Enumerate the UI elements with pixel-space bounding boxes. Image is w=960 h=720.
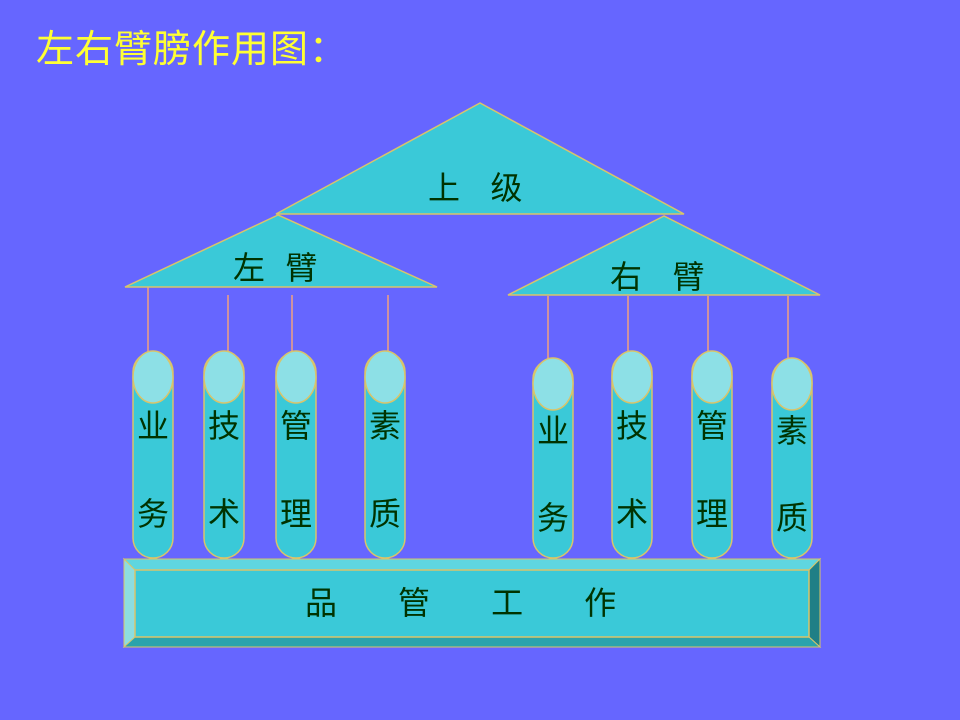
left-pillar-4-top: 素 — [368, 407, 401, 445]
right-pillar-2-top: 技 — [615, 407, 648, 445]
top-triangle — [275, 102, 685, 215]
left-arm-triangle — [124, 214, 438, 288]
left-pillar-2-bottom: 术 — [207, 495, 240, 533]
left-pillars — [132, 350, 406, 559]
right-pillar-1-bottom: 务 — [536, 499, 569, 537]
left-pillar-3-bottom: 理 — [279, 495, 312, 533]
right-pillar-4-bottom: 质 — [775, 499, 808, 537]
left-pillar-3-top: 管 — [279, 407, 312, 445]
right-pillar-2-bottom: 术 — [615, 495, 648, 533]
base-box — [122, 557, 822, 649]
right-arm-label: 右 臂 — [610, 258, 705, 296]
left-arm-label: 左 臂 — [233, 249, 318, 287]
right-pillar-3-top: 管 — [695, 407, 728, 445]
right-pillars — [532, 350, 813, 559]
left-pillar-4-bottom: 质 — [368, 495, 401, 533]
right-pillar-4-top: 素 — [775, 412, 808, 450]
right-pillar-1-top: 业 — [536, 412, 569, 450]
left-pillar-2-top: 技 — [207, 407, 240, 445]
page-title: 左右臂膀作用图： — [36, 27, 349, 71]
top-label: 上 级 — [428, 169, 523, 207]
right-arm-triangle — [507, 215, 821, 296]
left-pillar-1-bottom: 务 — [136, 495, 169, 533]
right-pillar-3-bottom: 理 — [695, 495, 728, 533]
base-label: 品 管 工 作 — [305, 584, 617, 622]
left-pillar-1-top: 业 — [136, 407, 169, 445]
